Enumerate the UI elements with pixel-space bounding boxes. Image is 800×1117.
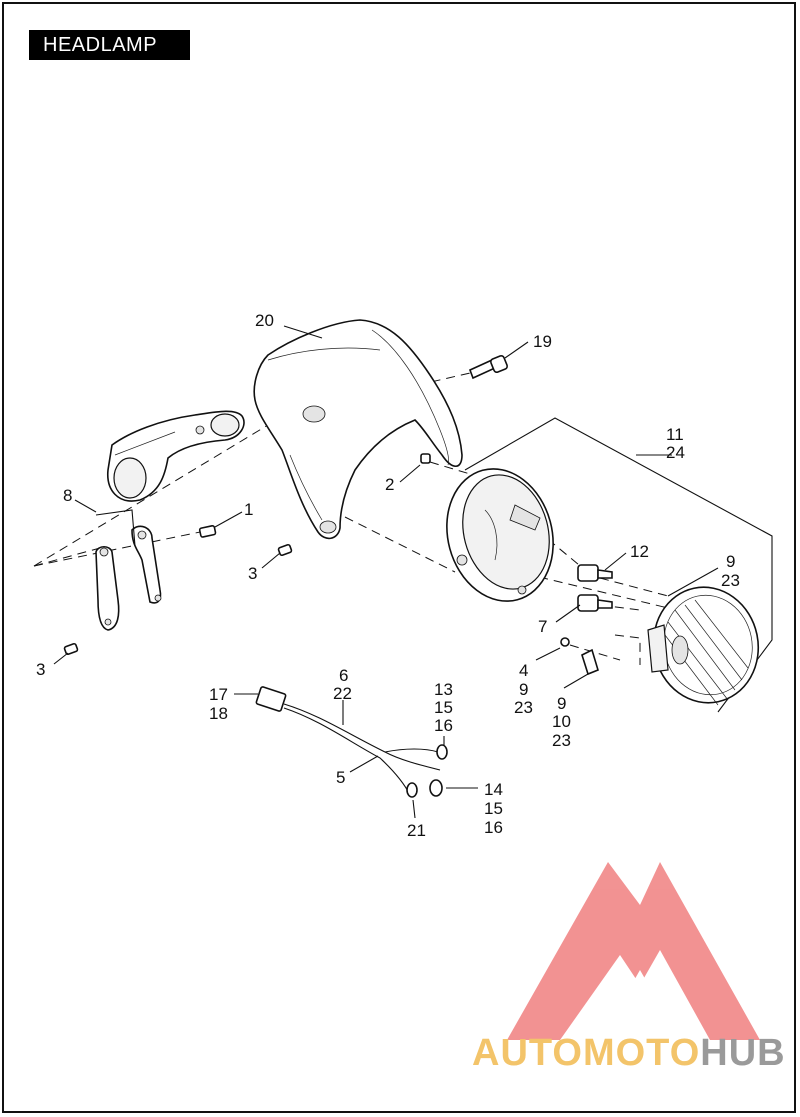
callout-14: 14 — [484, 780, 503, 799]
wiring-harness — [255, 686, 448, 798]
callout-16-b: 16 — [484, 818, 503, 837]
callout-10: 10 — [552, 712, 571, 731]
headlamp-nacelle — [253, 319, 463, 540]
callout-5: 5 — [336, 768, 345, 787]
callout-24: 24 — [666, 443, 685, 462]
page-title: HEADLAMP — [29, 30, 190, 60]
callout-16-a: 16 — [434, 716, 453, 735]
callout-1: 1 — [244, 500, 253, 519]
callout-3-upper: 3 — [248, 564, 257, 583]
callout-22: 22 — [333, 684, 352, 703]
callout-labels: 20 19 11 24 2 8 1 3 3 12 9 23 7 4 9 23 9… — [36, 311, 740, 840]
callout-13: 13 — [434, 680, 453, 699]
callout-23-a: 23 — [721, 571, 740, 590]
callout-23-b: 23 — [514, 698, 533, 717]
callout-2: 2 — [385, 475, 394, 494]
callout-21: 21 — [407, 821, 426, 840]
callout-9-a: 9 — [726, 552, 735, 571]
watermark-hub: HUB — [700, 1032, 786, 1074]
callout-3-lower: 3 — [36, 660, 45, 679]
callout-15-a: 15 — [434, 698, 453, 717]
callout-leaders — [53, 325, 719, 819]
watermark-logo — [507, 862, 760, 1040]
callout-18: 18 — [209, 704, 228, 723]
watermark-moto: MOTO — [582, 1032, 701, 1074]
headlamp-lens — [647, 586, 760, 706]
callout-20: 20 — [255, 311, 274, 330]
callout-6: 6 — [339, 666, 348, 685]
bolt-19 — [468, 354, 509, 380]
callout-9-b: 9 — [519, 680, 528, 699]
screws — [63, 453, 431, 656]
fork-clamp — [107, 410, 245, 502]
callout-12: 12 — [630, 542, 649, 561]
callout-11: 11 — [666, 425, 684, 444]
watermark-text: AUTOMOTOHUB — [472, 1032, 786, 1075]
bulbs — [577, 564, 613, 612]
callout-7: 7 — [538, 617, 547, 636]
callout-8: 8 — [63, 486, 72, 505]
callout-23-c: 23 — [552, 731, 571, 750]
callout-19: 19 — [533, 332, 552, 351]
headlamp-shell — [446, 468, 554, 602]
watermark-auto: AUTO — [472, 1032, 583, 1074]
callout-15-b: 15 — [484, 799, 503, 818]
callout-17: 17 — [209, 685, 228, 704]
callout-4: 4 — [519, 661, 528, 680]
bulb-clip — [560, 637, 599, 676]
callout-9-c: 9 — [557, 694, 566, 713]
mounting-brackets — [95, 509, 162, 631]
